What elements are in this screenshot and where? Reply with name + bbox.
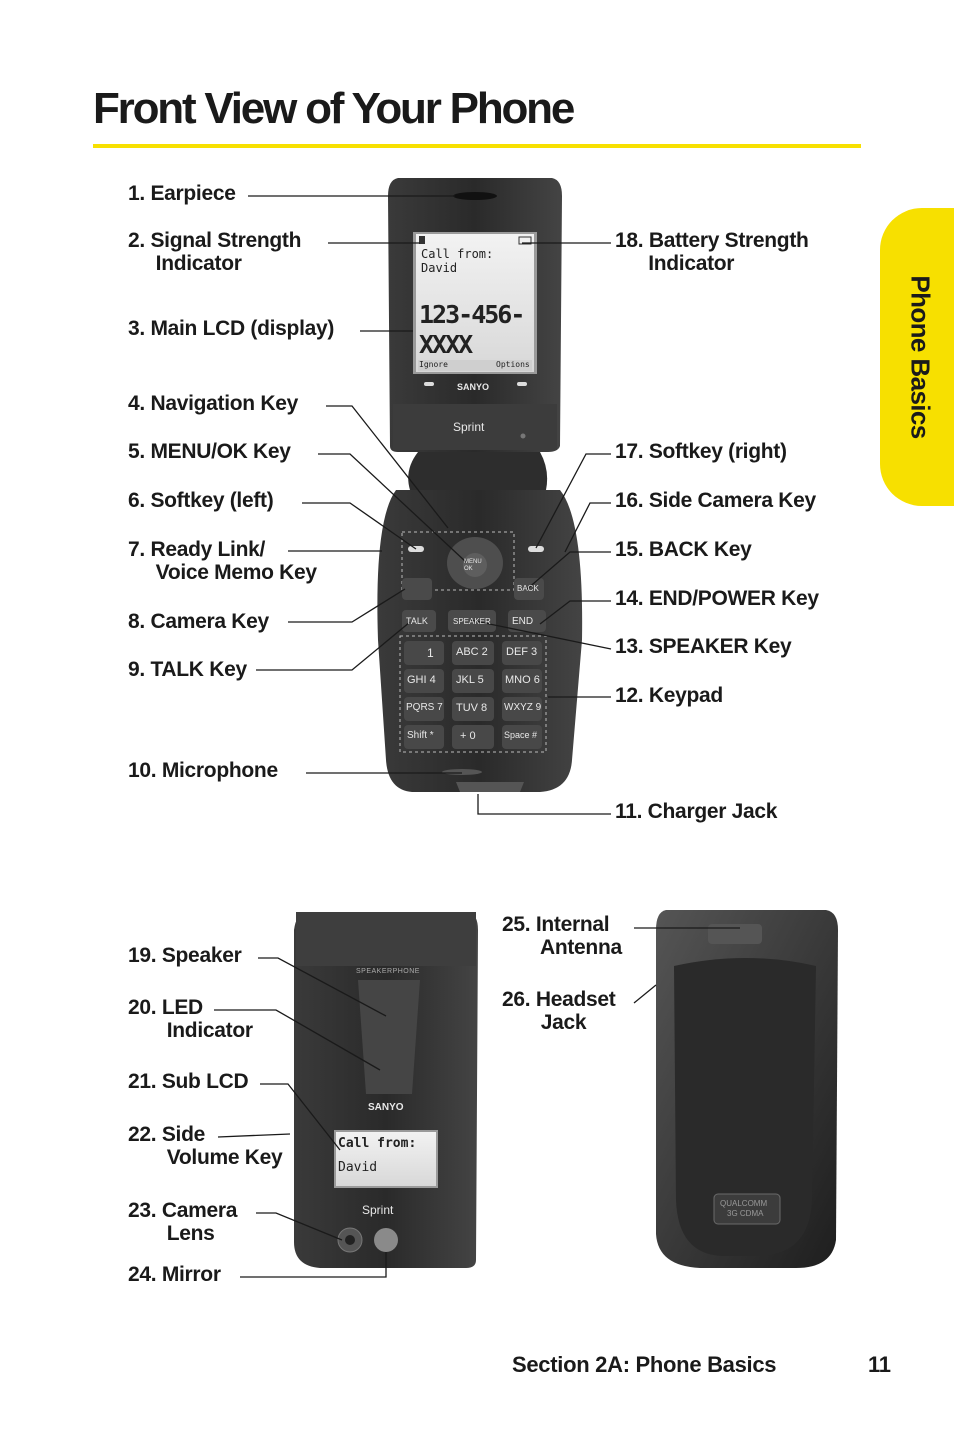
key-8: TUV 8 <box>456 702 488 714</box>
signal-icon <box>419 236 425 244</box>
label-softkey-left: 6. Softkey (left) <box>128 489 274 512</box>
label-main-lcd: 3. Main LCD (display) <box>128 317 335 340</box>
label-speaker: 19. Speaker <box>128 944 242 967</box>
softkey-right-label: Options <box>496 360 530 369</box>
speakerphone-label: SPEAKERPHONE <box>356 968 420 975</box>
antenna-housing <box>708 924 762 944</box>
callout-lines <box>214 195 740 1278</box>
keypad-outline <box>399 635 547 753</box>
microphone-hole <box>442 769 482 775</box>
badge-line-2: 3G CDMA <box>727 1209 764 1218</box>
page-title: Front View of Your Phone <box>93 84 575 133</box>
number-line-1: 123-456- <box>419 300 525 329</box>
back-key-label: BACK <box>517 584 539 593</box>
key-0: + 0 <box>460 730 476 742</box>
key-1: 1 <box>427 646 434 660</box>
key-3: DEF 3 <box>506 646 538 658</box>
label-menu-ok-key: 5. MENU/OK Key <box>128 440 291 463</box>
qualcomm-badge <box>713 1193 781 1225</box>
footer-section: Section 2A: Phone Basics <box>512 1352 777 1377</box>
earpiece-slot <box>453 192 497 200</box>
label-signal-strength: 2. Signal Strength Indicator <box>128 229 302 275</box>
back-key <box>514 578 544 600</box>
sub-lcd-caller-name: David <box>338 1160 378 1175</box>
end-key-label: END <box>512 616 534 627</box>
softkey-right-key <box>528 546 544 552</box>
phone-back <box>656 910 838 1268</box>
label-mirror: 24. Mirror <box>128 1263 221 1286</box>
brand-logo: SANYO <box>457 382 490 392</box>
badge-line-1: QUALCOMM <box>720 1199 768 1208</box>
footer-page-number: 11 <box>868 1352 891 1377</box>
softkey-left-label: Ignore <box>419 360 448 369</box>
key-4: GHI 4 <box>407 674 436 686</box>
speaker-grille <box>358 980 420 1094</box>
label-headset-jack: 26. Headset Jack <box>502 988 616 1034</box>
key-7: PQRS 7 <box>406 702 443 713</box>
sub-lcd <box>336 1132 436 1186</box>
label-speaker-key: 13. SPEAKER Key <box>615 635 792 658</box>
mirror <box>374 1228 398 1252</box>
label-navigation-key: 4. Navigation Key <box>128 392 298 415</box>
label-sub-lcd: 21. Sub LCD <box>128 1070 249 1093</box>
label-camera-key: 8. Camera Key <box>128 610 269 633</box>
caller-name: David <box>421 261 458 275</box>
talk-key-label: TALK <box>406 616 428 626</box>
label-side-volume-key: 22. Side Volume Key <box>128 1123 283 1169</box>
label-back-key: 15. BACK Key <box>615 538 752 561</box>
label-end-power-key: 14. END/POWER Key <box>615 587 819 610</box>
section-tab: Phone Basics <box>880 208 954 506</box>
keypad-keys <box>404 641 542 749</box>
label-softkey-right: 17. Softkey (right) <box>615 440 787 463</box>
led-dot <box>520 433 526 439</box>
key-6: MNO 6 <box>505 674 540 686</box>
sub-lcd-caller-label: Call from: <box>338 1136 417 1151</box>
phone-lower-bezel <box>393 404 557 450</box>
speaker-key-label: SPEAKER <box>453 617 491 626</box>
talk-key <box>402 610 436 632</box>
label-led-indicator: 20. LED Indicator <box>128 996 253 1042</box>
label-earpiece: 1. Earpiece <box>128 182 236 205</box>
open-phone <box>377 178 583 792</box>
key-5: JKL 5 <box>456 674 484 686</box>
key-2: ABC 2 <box>456 646 488 658</box>
navigation-area-outline <box>401 531 515 591</box>
softkey-bar <box>418 360 532 371</box>
battery-icon <box>518 236 532 245</box>
main-lcd <box>416 234 534 372</box>
closed-brand-logo: SANYO <box>368 1102 404 1113</box>
label-talk-key: 9. TALK Key <box>128 658 247 681</box>
label-charger-jack: 11. Charger Jack <box>615 800 778 823</box>
menu-ok-key <box>463 553 487 577</box>
number-line-2: XXXX <box>419 330 473 359</box>
menu-ok-label: MENU OK <box>464 559 482 572</box>
key-9: WXYZ 9 <box>504 702 542 713</box>
closed-carrier-logo: Sprint <box>362 1203 394 1217</box>
title-rule <box>93 144 861 148</box>
caller-label: Call from: <box>421 247 494 261</box>
label-battery-strength: 18. Battery Strength Indicator <box>615 229 809 275</box>
end-key <box>508 610 546 632</box>
key-pound: Space # <box>504 730 538 740</box>
key-star: Shift * <box>407 730 434 741</box>
label-side-camera-key: 16. Side Camera Key <box>615 489 816 512</box>
label-microphone: 10. Microphone <box>128 759 278 782</box>
camera-key <box>402 578 432 600</box>
label-keypad: 12. Keypad <box>615 684 723 707</box>
carrier-logo: Sprint <box>453 420 485 434</box>
label-ready-link: 7. Ready Link/ Voice Memo Key <box>128 538 317 584</box>
battery-cover <box>674 958 816 1256</box>
label-internal-antenna: 25. Internal Antenna <box>502 913 622 959</box>
label-camera-lens: 23. Camera Lens <box>128 1199 238 1245</box>
charger-jack <box>456 782 524 792</box>
